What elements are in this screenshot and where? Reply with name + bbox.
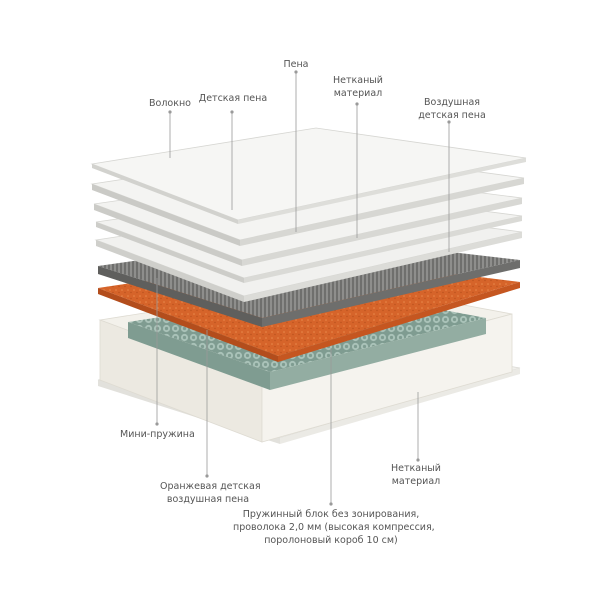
layer-fiber — [90, 127, 527, 224]
label-airy-kids-foam: Воздушная детская пена — [418, 97, 486, 121]
label-spring-block: Пружинный блок без зонирования, проволок… — [233, 509, 435, 546]
label-foam: Пена — [283, 59, 309, 70]
label-mini-spring: Мини-пружина — [120, 429, 195, 440]
label-fiber: Волокно — [149, 98, 191, 109]
label-orange-foam: Оранжевая детская воздушная пена — [160, 481, 261, 505]
label-nonwoven-top: Нетканый материал — [333, 75, 383, 99]
leader-dots — [155, 70, 451, 506]
label-nonwoven-bottom: Нетканый материал — [391, 463, 441, 487]
label-kids-foam: Детская пена — [198, 93, 268, 104]
leader-lines — [156, 72, 450, 504]
